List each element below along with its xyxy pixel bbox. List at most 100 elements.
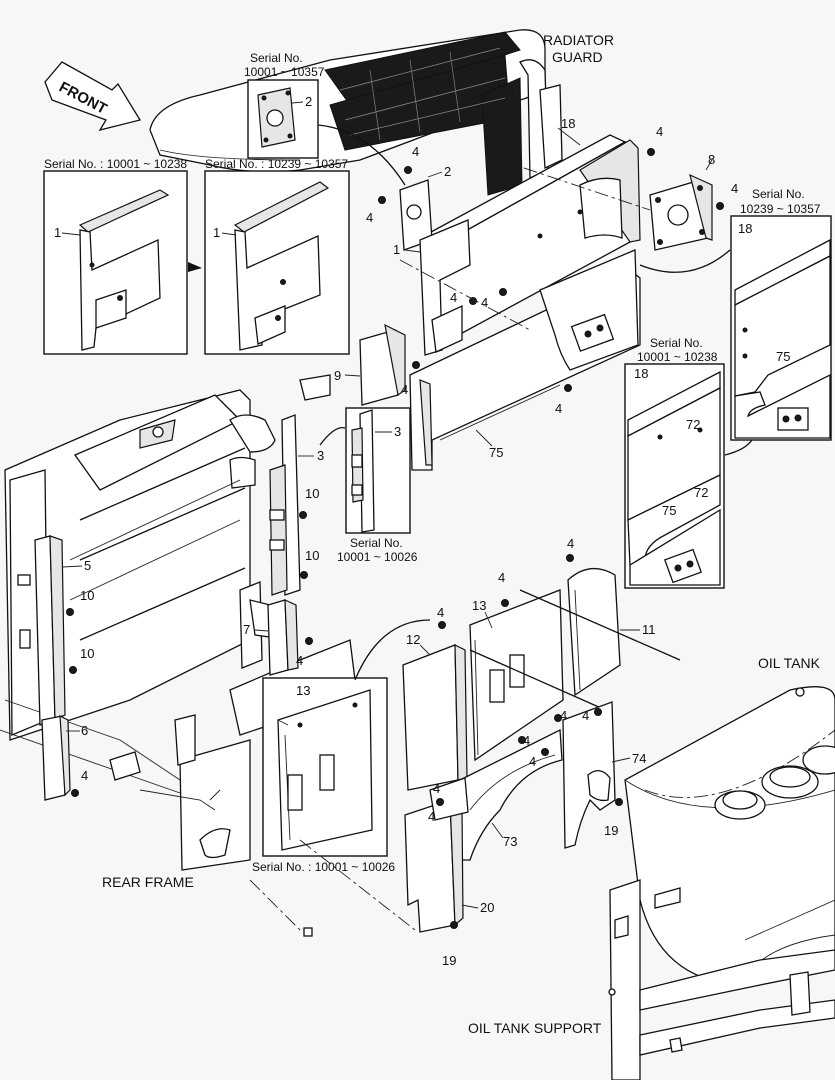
callout-1: 1 — [213, 225, 220, 240]
callout-72: 72 — [686, 417, 700, 432]
panel-13: 13 4 — [469, 570, 564, 762]
panel-12: 4 12 — [402, 605, 468, 791]
callout-4: 4 — [437, 605, 444, 620]
callout-5: 5 — [84, 558, 91, 573]
callout-11: 11 — [642, 622, 656, 637]
callout-18: 18 — [738, 221, 752, 236]
pointer-arrow-icon — [188, 262, 202, 272]
bar-5: 5 10 10 — [34, 535, 94, 726]
callout-74: 74 — [632, 751, 646, 766]
inset-serial-10001-10026-center: 3 Serial No. 10001 ~ 10026 — [337, 407, 418, 564]
plate-2: 2 4 4 — [366, 144, 451, 251]
callout-18: 18 — [634, 366, 648, 381]
leader-curve — [354, 619, 431, 681]
serial-range: 10001 ~ 10026 — [337, 550, 418, 564]
oil-tank-support-label: OIL TANK SUPPORT — [468, 1020, 602, 1036]
callout-12: 12 — [406, 632, 420, 647]
callout-4: 4 — [366, 210, 373, 225]
callout-4: 4 — [498, 570, 505, 585]
callout-75: 75 — [776, 349, 790, 364]
callout-13: 13 — [472, 598, 486, 613]
leader-curve — [639, 249, 731, 273]
callout-4: 4 — [731, 181, 738, 196]
callout-4: 4 — [555, 401, 562, 416]
callout-4: 4 — [481, 295, 488, 310]
callout-4: 4 — [523, 733, 530, 748]
callout-4: 4 — [433, 781, 440, 796]
leader-curve — [317, 124, 406, 186]
callout-4: 4 — [296, 653, 303, 668]
leader-curve — [724, 439, 753, 456]
callout-10: 10 — [305, 486, 319, 501]
serial-range: 10001 ~ 10238 — [637, 350, 718, 364]
panel-20: 4 4 20 19 — [404, 777, 494, 968]
radiator-guard-frame — [519, 59, 563, 179]
callout-3: 3 — [394, 424, 401, 439]
panel-73: 4 4 4 73 — [459, 708, 567, 861]
callout-4: 4 — [529, 754, 536, 769]
callout-13: 13 — [296, 683, 310, 698]
callout-19: 19 — [604, 823, 618, 838]
bolts-4: 4 4 4 — [450, 288, 572, 416]
callout-2: 2 — [305, 94, 312, 109]
serial-label: Serial No. — [350, 536, 403, 550]
inset-serial-10001-10357-top: Serial No. 10001 ~ 10357 2 — [244, 51, 325, 159]
callout-75: 75 — [489, 445, 503, 460]
radiator-guard-label-1: RADIATOR — [543, 32, 614, 48]
bar-6: 6 4 — [41, 714, 88, 801]
serial-caption: Serial No. : 10239 ~ 10357 — [205, 157, 348, 171]
callout-8: 8 — [708, 152, 715, 167]
callout-4: 4 — [81, 768, 88, 783]
callout-10: 10 — [80, 646, 94, 661]
callout-7: 7 — [243, 622, 250, 637]
serial-label: Serial No. — [752, 187, 805, 201]
inset-serial-10001-10238-left: Serial No. : 10001 ~ 10238 1 — [43, 157, 188, 355]
serial-range: 10001 ~ 10357 — [244, 65, 325, 79]
plate-8: 8 4 4 — [647, 124, 738, 251]
inset-serial-10239-10357-right: Serial No. 10239 ~ 10357 18 75 — [730, 187, 832, 441]
serial-caption: Serial No. : 10001 ~ 10238 — [44, 157, 187, 171]
panel-75-assembly: 75 — [409, 249, 641, 471]
callout-20: 20 — [480, 900, 494, 915]
inset-serial-10001-10026-bottom: 13 Serial No. : 10001 ~ 10026 — [252, 677, 395, 874]
callout-4: 4 — [582, 708, 589, 723]
bracket-7: 7 4 — [243, 599, 313, 676]
callout-4: 4 — [412, 144, 419, 159]
oil-tank-label: OIL TANK — [758, 655, 821, 671]
callout-1: 1 — [393, 242, 400, 257]
callout-9: 9 — [334, 368, 341, 383]
callout-19: 19 — [442, 953, 456, 968]
callout-10: 10 — [305, 548, 319, 563]
oil-tank-support: OIL TANK SUPPORT — [468, 879, 835, 1080]
rear-frame-label: REAR FRAME — [102, 874, 194, 890]
inset-serial-10239-10357-mid: Serial No. : 10239 ~ 10357 1 — [204, 157, 350, 355]
callout-6: 6 — [81, 723, 88, 738]
serial-label: Serial No. — [250, 51, 303, 65]
bar-3: 3 10 10 — [269, 414, 324, 596]
front-arrow-icon: FRONT — [44, 61, 142, 132]
leader-curve — [319, 426, 346, 446]
callout-4: 4 — [428, 809, 435, 824]
panel-11: 4 11 — [566, 536, 656, 697]
callout-4: 4 — [401, 382, 408, 397]
serial-range: 10239 ~ 10357 — [740, 202, 821, 216]
callout-4: 4 — [560, 708, 567, 723]
callout-1: 1 — [54, 225, 61, 240]
oil-tank: OIL TANK — [624, 655, 835, 986]
rod — [469, 649, 611, 713]
radiator-guard-label-2: GUARD — [552, 49, 603, 65]
callout-75: 75 — [662, 503, 676, 518]
bracket-9: 9 4 — [334, 323, 420, 406]
callout-4: 4 — [656, 124, 663, 139]
callout-4: 4 — [567, 536, 574, 551]
callout-4: 4 — [450, 290, 457, 305]
callout-3: 3 — [317, 448, 324, 463]
bracket-assembly-18: 18 — [418, 116, 651, 347]
radiator-grille — [324, 31, 523, 196]
inset-serial-10001-10238-right: Serial No. 10001 ~ 10238 18 72 72 75 — [624, 336, 725, 589]
panel-74: 4 74 19 — [562, 701, 646, 849]
callout-2: 2 — [444, 164, 451, 179]
bracket-1-main: 1 — [393, 219, 471, 356]
